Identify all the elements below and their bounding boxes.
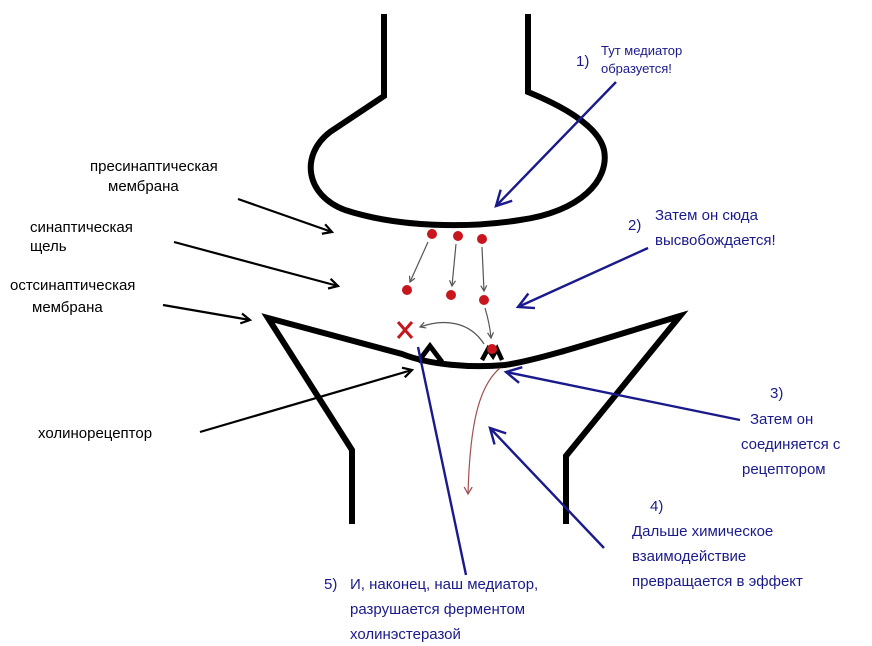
step1-arrow: [496, 82, 616, 206]
mediator-dot-bound: [487, 344, 497, 354]
step4-line1: Дальше химическое: [632, 523, 773, 540]
postsynaptic-pointer-arrow: [163, 305, 250, 320]
step2-line2: высвобождается!: [655, 232, 776, 249]
presynaptic-pointer-arrow: [238, 199, 332, 232]
diffusion-arrow: [485, 308, 491, 338]
cleft-label-line2: щель: [30, 238, 67, 255]
cholinoreceptor-label: холинорецептор: [38, 425, 152, 442]
step1-line2: образуется!: [601, 61, 672, 76]
presynaptic-terminal: [311, 14, 605, 225]
mediator-dot: [479, 295, 489, 305]
step1-line1: Тут медиатор: [601, 43, 682, 58]
mediator-dot: [453, 231, 463, 241]
structure-labels: пресинаптическая мембрана синаптическая …: [10, 158, 218, 442]
step3-line3: рецептором: [742, 461, 826, 478]
mediator-dot: [477, 234, 487, 244]
step2-arrow: [518, 248, 648, 307]
step-arrows: [418, 82, 740, 575]
step3-number: 3): [770, 385, 783, 402]
step4-arrow: [490, 428, 604, 548]
cleft-label-line1: синаптическая: [30, 219, 133, 236]
mediator-dot: [402, 285, 412, 295]
step5-line2: разрушается ферментом: [350, 601, 525, 618]
step3-line1: Затем он: [750, 411, 813, 428]
effect-flow-arrow: [468, 368, 500, 494]
postsynaptic-label-line2: мембрана: [32, 299, 103, 316]
step5-line: [418, 347, 466, 575]
label-arrows: [163, 199, 412, 432]
step1-number: 1): [576, 53, 589, 70]
mediator-molecules: [398, 229, 500, 494]
cleft-pointer-arrow: [174, 242, 338, 286]
mediator-dot: [427, 229, 437, 239]
step3-arrow: [506, 372, 740, 420]
postsynaptic-membrane-outline: [268, 316, 680, 524]
diffusion-arrow: [410, 242, 428, 282]
step2-line1: Затем он сюда: [655, 207, 759, 224]
step4-line3: превращается в эффект: [632, 573, 803, 590]
breakdown-arrow: [420, 323, 484, 344]
step5-number: 5): [324, 576, 337, 593]
mediator-dot: [446, 290, 456, 300]
presynaptic-membrane-outline: [311, 14, 605, 225]
postsynaptic-label-line1: остсинаптическая: [10, 277, 135, 294]
step3-line2: соединяется с: [741, 436, 841, 453]
postsynaptic-cell: [268, 316, 680, 524]
diffusion-arrow: [482, 247, 484, 291]
diffusion-arrow: [452, 244, 456, 286]
step4-number: 4): [650, 498, 663, 515]
step5-line3: холинэстеразой: [350, 626, 461, 643]
x-mark-icon: [398, 322, 412, 338]
presynaptic-label-line2: мембрана: [108, 178, 179, 195]
presynaptic-label-line1: пресинаптическая: [90, 158, 218, 175]
step4-line2: взаимодействие: [632, 548, 746, 565]
step2-number: 2): [628, 217, 641, 234]
step5-line1: И, наконец, наш медиатор,: [350, 576, 538, 593]
